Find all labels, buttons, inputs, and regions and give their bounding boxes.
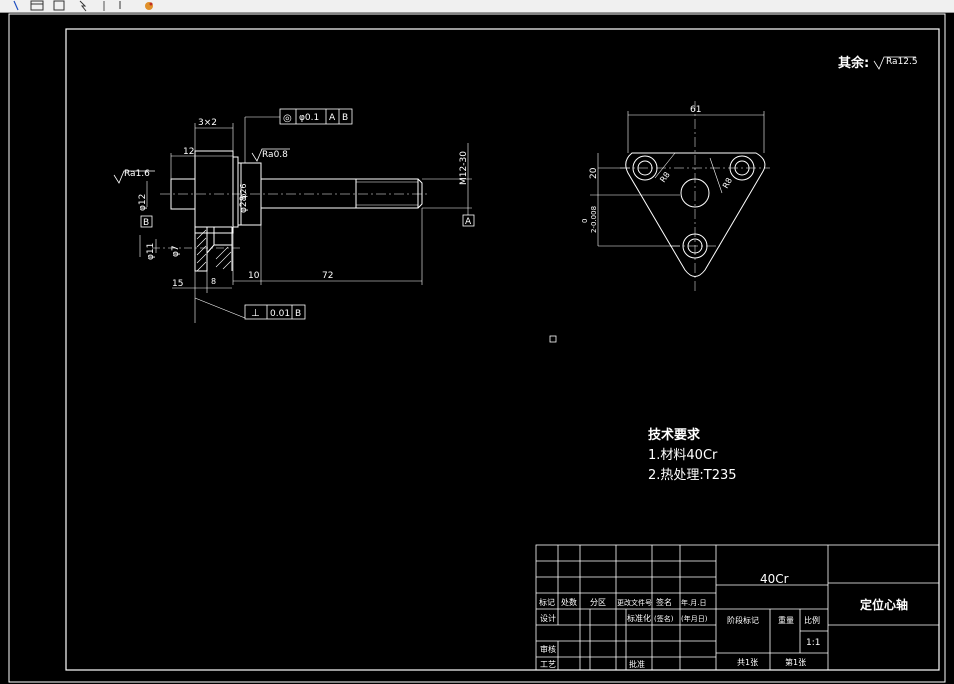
datum-b: B	[140, 215, 153, 228]
roughness-1: Ra1.6	[124, 169, 150, 179]
sheets-total: 共1张	[737, 658, 758, 667]
perpendicularity-tol: 0.01	[270, 309, 290, 319]
perpendicularity-frame: ⊥ 0.01 B	[244, 304, 306, 320]
cad-toolbar	[0, 0, 954, 13]
shaft	[260, 178, 357, 209]
triangle-plate	[625, 152, 766, 277]
material-label: 40Cr	[760, 572, 789, 586]
row-approve: 批准	[629, 659, 645, 669]
scale-value: 1:1	[806, 638, 820, 648]
dim-dia-26: φ26	[239, 184, 248, 199]
header-date: 年.月.日	[681, 598, 706, 607]
dim-chamfer: 3×2	[198, 118, 217, 128]
square-tool-icon[interactable]	[53, 0, 65, 11]
row-design: 设计	[540, 613, 556, 623]
datum-a: A	[462, 214, 475, 227]
side-tol-lower: 2-0.008	[590, 206, 598, 233]
scale-label: 比例	[804, 615, 820, 625]
weight-label: 重量	[778, 615, 794, 625]
outer-frame	[8, 13, 946, 683]
lightning-tool-icon[interactable]	[79, 0, 87, 12]
tech-req-line1: 1.材料40Cr	[648, 448, 718, 463]
stage-mark: 阶段标记	[727, 615, 759, 625]
tech-req-title: 技术要求	[648, 427, 701, 443]
concentricity-tol: φ0.1	[299, 113, 319, 123]
header-mark: 标记	[539, 597, 555, 607]
dim-dia-11: φ11	[146, 243, 156, 260]
row-process: 工艺	[540, 660, 556, 669]
flange	[232, 156, 239, 228]
vertical-line-tool-icon[interactable]	[103, 1, 121, 11]
dim-len-8: 8	[211, 277, 216, 286]
concentricity-ref-b: B	[342, 113, 348, 123]
dim-dia-28: φ28	[239, 195, 249, 213]
surface-finish-value: Ra12.5	[886, 57, 918, 67]
header-sign: 签名	[656, 597, 672, 607]
concentricity-frame: ◎ φ0.1 A B	[279, 108, 353, 125]
roughness-symbol-icon	[113, 170, 155, 184]
perpendicularity-icon: ⊥	[251, 308, 260, 319]
dim-len-15: 15	[172, 279, 183, 289]
dim-len-72: 72	[322, 271, 333, 281]
row-sign: (签名)	[654, 614, 674, 623]
sheet-no: 第1张	[785, 657, 806, 667]
row-standardize: 标准化	[627, 613, 651, 623]
dim-len-12: 12	[183, 147, 194, 157]
side-view	[590, 101, 770, 291]
side-dim-20: 20	[589, 167, 599, 179]
surface-finish-note: 其余:	[838, 55, 869, 71]
side-r-label-2: R8	[721, 176, 734, 190]
part-name: 定位心轴	[860, 597, 908, 612]
side-tol-upper: 0	[581, 219, 589, 223]
front-view	[139, 116, 472, 323]
drawing-canvas[interactable]: 其余: Ra12.5	[0, 13, 954, 684]
tech-req-line2: 2.热处理:T235	[648, 468, 737, 483]
datum-a-label: A	[465, 217, 472, 227]
pointer-tool-icon[interactable]	[13, 0, 19, 11]
main-body	[194, 150, 234, 234]
roughness-symbol-icon	[251, 148, 290, 162]
perpendicularity-ref: B	[295, 309, 301, 319]
draw-tool-icon[interactable]	[145, 2, 153, 10]
side-dim-width: 61	[690, 105, 701, 115]
row-date: (年月日)	[681, 614, 708, 623]
header-count: 处数	[561, 597, 577, 607]
header-zone: 分区	[590, 598, 606, 607]
dim-dia-7: φ7	[171, 245, 181, 257]
dim-thread: M12-30	[459, 151, 469, 185]
row-review: 审核	[540, 644, 556, 654]
drawing-border	[65, 28, 940, 671]
concentricity-icon: ◎	[283, 113, 292, 124]
roughness-symbol-icon	[873, 56, 916, 70]
title-block	[535, 544, 940, 671]
dim-dia-12: φ12	[138, 194, 148, 211]
datum-b-label: B	[143, 218, 149, 228]
roughness-2: Ra0.8	[262, 150, 288, 160]
dim-len-10: 10	[248, 271, 260, 281]
rectangle-tool-icon[interactable]	[30, 0, 44, 11]
header-change-doc: 更改文件号	[617, 598, 652, 607]
concentricity-ref-a: A	[329, 113, 336, 123]
side-r-label-1: R8	[658, 170, 671, 184]
cursor-marker[interactable]	[549, 335, 557, 343]
thread	[355, 178, 419, 209]
